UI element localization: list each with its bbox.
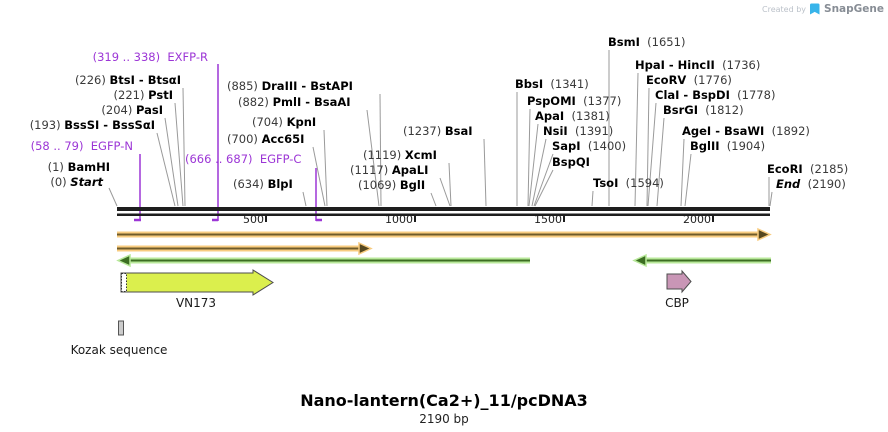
site-label-apali: (1117) ApaLI (350, 163, 429, 177)
site-label-bbsi: BbsI (1341) (515, 77, 589, 91)
site-label-bsai: (1237) BsaI (403, 124, 473, 138)
site-label-bspqi: BspQI (552, 155, 590, 169)
site-label-bamhi: (1) BamHI (47, 160, 110, 174)
site-label-start: (0) Start (50, 175, 103, 189)
site-label-sapi: SapI (1400) (552, 139, 627, 153)
vn173-feature-arrow (120, 269, 274, 296)
site-label-pspomi: PspOMI (1377) (527, 94, 622, 108)
site-label-tsoi: TsoI (1594) (593, 176, 664, 190)
reverse-feature-arrow-left (116, 253, 530, 268)
site-label-draiii: (885) DraIII - BstAPI (227, 79, 353, 93)
tick-label-2000: 2000 (683, 213, 711, 226)
site-label-psti: (221) PstI (113, 88, 173, 102)
forward-feature-arrow-full (117, 227, 772, 242)
site-label-agei: AgeI - BsaWI (1892) (682, 124, 810, 138)
created-by-text: Created by (762, 4, 807, 14)
site-label-bgli: (1069) BglI (358, 178, 426, 192)
tick-label-1000: 1000 (385, 213, 413, 226)
site-label-ecori: EcoRI (2185) (767, 162, 849, 176)
cbp-feature-arrow (666, 269, 692, 294)
map-title-block: Nano-lantern(Ca2+)_11/pcDNA3 2190 bp (0, 391, 888, 426)
annotation-egfp-n: (58 .. 79) EGFP-N (30, 139, 133, 153)
cbp-label: CBP (665, 296, 689, 310)
site-label-kpni: (704) KpnI (252, 115, 317, 129)
site-label-hpai: HpaI - HincII (1736) (635, 58, 761, 72)
site-label-btsi: (226) BtsI - BtsαI (74, 73, 181, 87)
kozak-sequence-label: Kozak sequence (70, 343, 168, 357)
tick-label-1500: 1500 (534, 213, 562, 226)
plasmid-length: 2190 bp (419, 412, 469, 426)
site-label-nsii: NsiI (1391) (543, 124, 614, 138)
vn173-label: VN173 (175, 296, 217, 310)
site-label-bsmi: BsmI (1651) (608, 35, 686, 49)
site-label-pasi: (204) PasI (101, 103, 163, 117)
site-label-xcmi: (1119) XcmI (363, 148, 437, 162)
site-label-ecorv: EcoRV (1776) (646, 73, 732, 87)
snapgene-logo-icon (810, 3, 820, 15)
kozak-sequence-marker (118, 320, 124, 336)
snapgene-watermark: Created by SnapGene (762, 3, 884, 15)
snapgene-brand-text: SnapGene (824, 3, 884, 15)
reverse-feature-arrow-right (632, 253, 771, 268)
site-label-blpi: (634) BlpI (233, 177, 293, 191)
site-leader-lines (108, 50, 773, 207)
site-label-acc65i: (700) Acc65I (227, 132, 305, 146)
plasmid-name: Nano-lantern(Ca2+)_11/pcDNA3 (300, 391, 588, 410)
site-label-apai: ApaI (1381) (535, 109, 610, 123)
site-label-bglii: BglII (1904) (690, 139, 766, 153)
annotation-exfp-r: (319 .. 338) EXFP-R (92, 50, 208, 64)
site-label-bsrgi: BsrGI (1812) (663, 103, 744, 117)
site-label-pmli: (882) PmlI - BsaAI (238, 95, 351, 109)
site-label-bsssi: (193) BssSI - BssSαI (29, 118, 155, 132)
tick-label-500: 500 (243, 213, 264, 226)
forward-feature-arrow-short (117, 241, 373, 256)
annotation-egfp-c: (666 .. 687) EGFP-C (185, 152, 302, 166)
site-label-clai: ClaI - BspDI (1778) (655, 88, 776, 102)
site-label-end: End (2190) (776, 177, 846, 191)
plasmid-backbone (117, 207, 770, 222)
